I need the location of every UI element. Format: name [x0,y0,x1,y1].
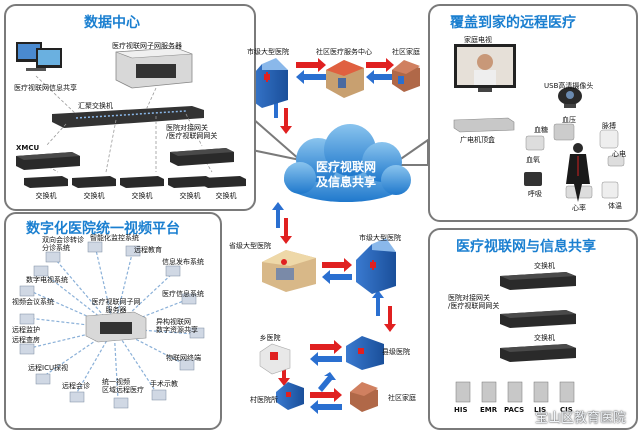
aggregation-switch-icon [52,106,204,128]
spoke-label-iot: 物联网终端 [166,354,201,362]
spoke-icon [19,241,205,409]
camera-icon [558,87,582,108]
device-label-temp: 体温 [608,202,622,210]
city-hospital2-icon [356,238,396,294]
device-label-ecg: 心电 [612,150,626,158]
village-clinic-label: 村医院所 [250,396,278,404]
spoke-label-referral: 双向会诊转诊 分诊系统 [42,236,84,252]
community-family2-icon [350,382,378,412]
device-label-hr: 心率 [572,204,586,212]
panel-title-video-platform: 数字化医院统一视频平台 [26,221,180,237]
gateway-icon [500,310,576,328]
switch-icon [500,344,576,362]
device-label-glucose: 血糖 [534,126,548,134]
camera-label: USB高清摄像头 [544,82,594,90]
panel-title-network: 医疗视联网与信息共享 [456,239,596,255]
spoke-label-surgery: 手术示教 [150,380,178,388]
city-hospital-icon [248,58,288,108]
switch-label: 交换机 [35,192,57,200]
device-icon [524,123,625,199]
panel-video-platform: 数字化医院统一视频平台 [4,212,222,430]
community-family-label: 社区家庭 [392,48,420,56]
switch-label: 交换机 [179,192,201,200]
switch-bottom-label: 交换机 [534,334,555,342]
stb-label: 广电机顶盒 [460,136,495,144]
panel-network: 医疗视联网与信息共享 交换机 医院对接网关 /医疗视联网网关 交换机 HIS E… [428,228,638,430]
monitor-icon [16,42,62,71]
hub-label: 医疗视联网子网 服务器 [91,298,141,314]
switch-icon [500,272,576,290]
network-gateway-label: 医院对接网关 /医疗视联网网关 [448,294,500,310]
video-platform-graphics [19,241,205,409]
community-center-label: 社区医疗服务中心 [316,48,372,56]
switch-icon [24,176,246,188]
city-hospital2-label: 市级大型医院 [359,234,401,242]
hub-server-icon [85,311,147,343]
server-icon [115,47,193,89]
spoke-label-consult: 远程会诊 [62,382,90,390]
spoke-label-videoconf: 视频会议系统 [12,298,54,306]
home-care-graphics [453,44,625,202]
stb-icon [453,117,515,133]
city-hospital-label: 市级大型医院 [247,48,289,56]
spoke-label-digitaltv: 数字电视系统 [26,276,68,284]
system-label-his: HIS [454,406,468,414]
device-label-pulse: 脉搏 [602,122,616,130]
spoke-label-monitoring: 智能化监控系统 [90,234,139,242]
device-label-resp: 呼吸 [528,190,542,198]
system-label-emr: EMR [480,406,498,414]
cloud-label: 医疗视联网 及信息共享 [315,160,376,189]
panel-tail-data-center [251,115,304,162]
switch-label: 交换机 [131,192,153,200]
provincial-hospital-label: 省级大型医院 [229,242,271,250]
data-center-graphics [16,42,246,188]
person-icon [566,143,590,202]
device-label-spo2: 血氧 [526,156,540,164]
panel-home-care: 覆盖到家的远程医疗 [428,4,638,222]
tv-icon [454,44,516,92]
xmcu-icon [16,152,80,170]
county-hospital-label: 县级医院 [382,348,410,356]
spoke-label-publishing: 信息发布系统 [162,258,204,266]
switch-top-label: 交换机 [534,262,555,270]
xmcu-label: XMCU [16,144,40,152]
system-label-lis: LIS [534,406,547,414]
watermark: 宝山区教育医院 [534,411,626,426]
community-family2-label: 社区家庭 [388,394,416,402]
community-family-icon [392,60,420,92]
spoke-label-education: 远程教育 [134,246,162,254]
network-graphics [455,272,576,403]
spoke-label-guardian: 远程监护 [12,326,40,334]
db-server-icon [455,381,575,403]
arrows [270,58,396,414]
device-label-bp: 血压 [562,116,576,124]
switch-label: 交换机 [83,192,105,200]
spoke-label-rounds: 远程查房 [12,336,40,344]
system-label-pacs: PACS [504,406,525,414]
spoke-label-icu: 远程ICU探视 [28,364,69,372]
aggregation-switch-label: 汇聚交换机 [78,102,113,110]
panel-data-center: 数据中心 [4,4,256,211]
spoke-label-his: 医疗信息系统 [162,290,204,298]
tv-label: 家庭电视 [464,36,492,44]
township-hospital-label: 乡医院 [259,334,281,342]
gateway-icon [170,148,234,166]
spoke-label-regional: 统一视频 区域远程医疗 [102,378,144,394]
village-clinic-icon [276,382,304,410]
spoke-label-heterogeneous: 异构视联网 数字资源共享 [156,318,198,334]
panel-title-home-care: 覆盖到家的远程医疗 [450,15,576,31]
info-share-label: 医疗视联网信息共享 [14,84,77,92]
county-hospital-icon [346,336,384,370]
server-label: 医疗视联网子网服务器 [112,42,182,50]
switch-label: 交换机 [215,192,237,200]
provincial-hospital-icon [262,250,316,292]
gateway-label: 医院对接网关 /医疗视联网网关 [166,124,218,140]
cloud-icon [284,124,411,202]
panel-title-data-center: 数据中心 [84,15,140,31]
system-label-cis: CIS [560,406,573,414]
township-hospital-icon [259,343,291,375]
community-center-icon [326,60,364,98]
